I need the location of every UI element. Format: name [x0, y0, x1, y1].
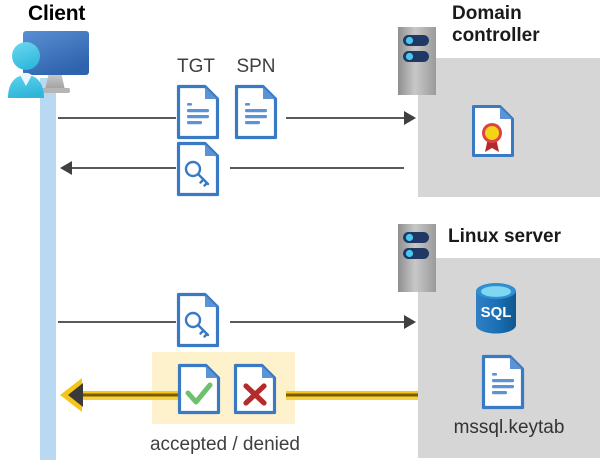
certificate-document-icon [471, 104, 515, 158]
domain-controller-title-line1: Domain [452, 3, 522, 24]
spn-label: SPN [236, 56, 276, 77]
mssql-keytab-label: mssql.keytab [453, 417, 565, 438]
arrow-dc-to-client-segment-2 [230, 167, 404, 169]
linux-server-rack-icon [398, 224, 436, 292]
linux-server-title: Linux server [448, 226, 561, 247]
arrow-linux-to-client-segment-left [78, 391, 182, 400]
arrow-client-to-dc-segment-2 [286, 117, 404, 119]
arrow-client-to-linux-segment-2 [230, 321, 404, 323]
arrow-linux-to-client-head-inner [68, 383, 83, 407]
client-lifeline [40, 78, 56, 460]
denied-document-icon [233, 363, 277, 415]
arrow-client-to-dc-segment-1 [58, 117, 176, 119]
arrow-client-to-linux-segment-1 [58, 321, 176, 323]
domain-controller-title-line2: controller [452, 25, 540, 47]
user-computer-icon [4, 28, 96, 100]
arrow-linux-to-client-segment-right [286, 391, 418, 400]
arrow-client-to-dc-head [404, 111, 416, 125]
svg-text:SQL: SQL [481, 304, 512, 321]
client-title: Client [28, 2, 86, 25]
spn-document-icon [234, 84, 278, 140]
arrow-dc-to-client-segment-1 [72, 167, 176, 169]
key-document-icon [176, 141, 220, 197]
arrow-client-to-linux-head [404, 315, 416, 329]
accepted-denied-label: accepted / denied [149, 434, 300, 455]
domain-controller-rack-icon [398, 27, 436, 95]
arrow-dc-to-client-head [60, 161, 72, 175]
accepted-document-icon [177, 363, 221, 415]
sql-database-icon: SQL [472, 281, 520, 335]
tgt-document-icon [176, 84, 220, 140]
keytab-document-icon [481, 354, 525, 410]
key-document-icon [176, 292, 220, 348]
tgt-label: TGT [177, 56, 215, 77]
